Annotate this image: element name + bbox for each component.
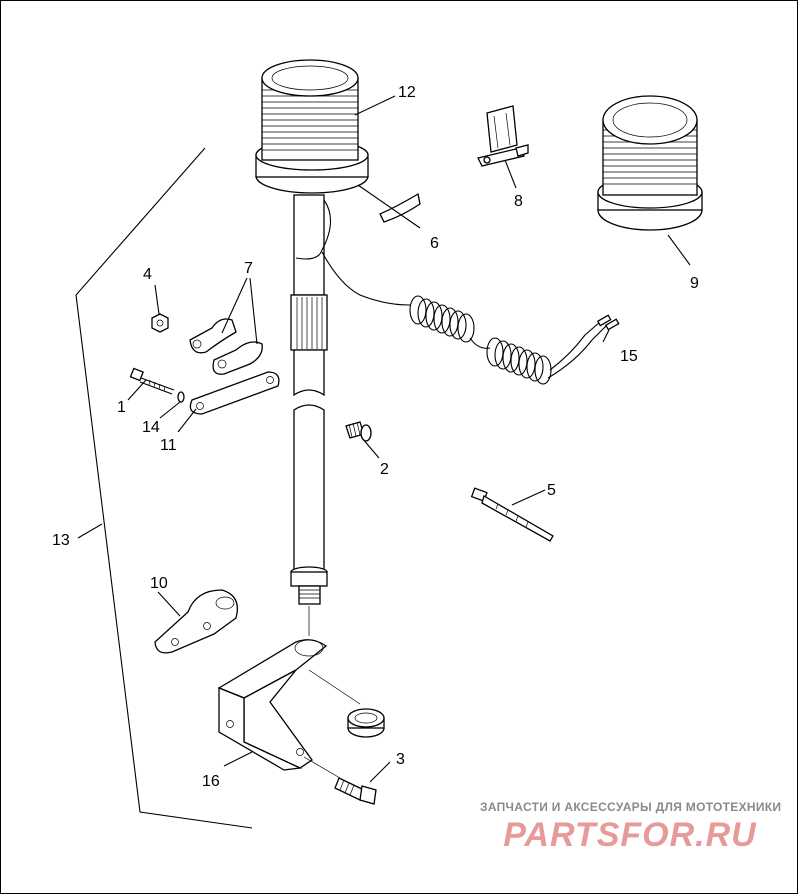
part-8-bulb [477,105,529,167]
part-7-clamp [189,318,263,375]
part-10-bracket [154,589,239,654]
part-3-bolt [334,777,377,805]
callout-12: 12 [398,84,416,101]
part-15-coiled-cord [295,199,620,385]
part-2-screw [345,421,372,442]
callout-6: 6 [430,235,439,252]
callout-13: 13 [52,532,70,549]
watermark-brand-logo: PARTSFOR.RU [503,816,757,854]
ring-nut [347,708,385,738]
leader-lines [77,95,691,783]
part-12-beacon-lamp [255,59,369,194]
callout-4: 4 [143,266,152,283]
part-6-strip [379,192,421,223]
assembly-bracket-13 [75,147,253,829]
watermark: ЗАПЧАСТИ И АКСЕССУАРЫ ДЛЯ МОТОТЕХНИКИ PA… [480,800,782,855]
callout-3: 3 [396,751,405,768]
callout-14: 14 [142,419,160,436]
callout-7: 7 [244,260,253,277]
mounting-pole [290,194,328,636]
callout-11: 11 [160,437,177,454]
callout-16: 16 [202,773,220,790]
part-14-washer [177,391,185,403]
part-1-bolt [129,367,175,395]
callout-9: 9 [690,275,699,292]
callout-5: 5 [547,482,556,499]
part-9-lens [597,95,703,231]
callout-8: 8 [514,193,523,210]
part-5-cable-tie [470,487,554,542]
part-11-strap [189,371,280,415]
callout-2: 2 [380,461,389,478]
callout-10: 10 [150,575,168,592]
part-4-nut [151,313,169,333]
part-16-mounting-bracket [217,639,361,779]
watermark-tagline: ЗАПЧАСТИ И АКСЕССУАРЫ ДЛЯ МОТОТЕХНИКИ [480,800,782,814]
callout-1: 1 [117,399,126,416]
callout-15: 15 [620,348,638,365]
